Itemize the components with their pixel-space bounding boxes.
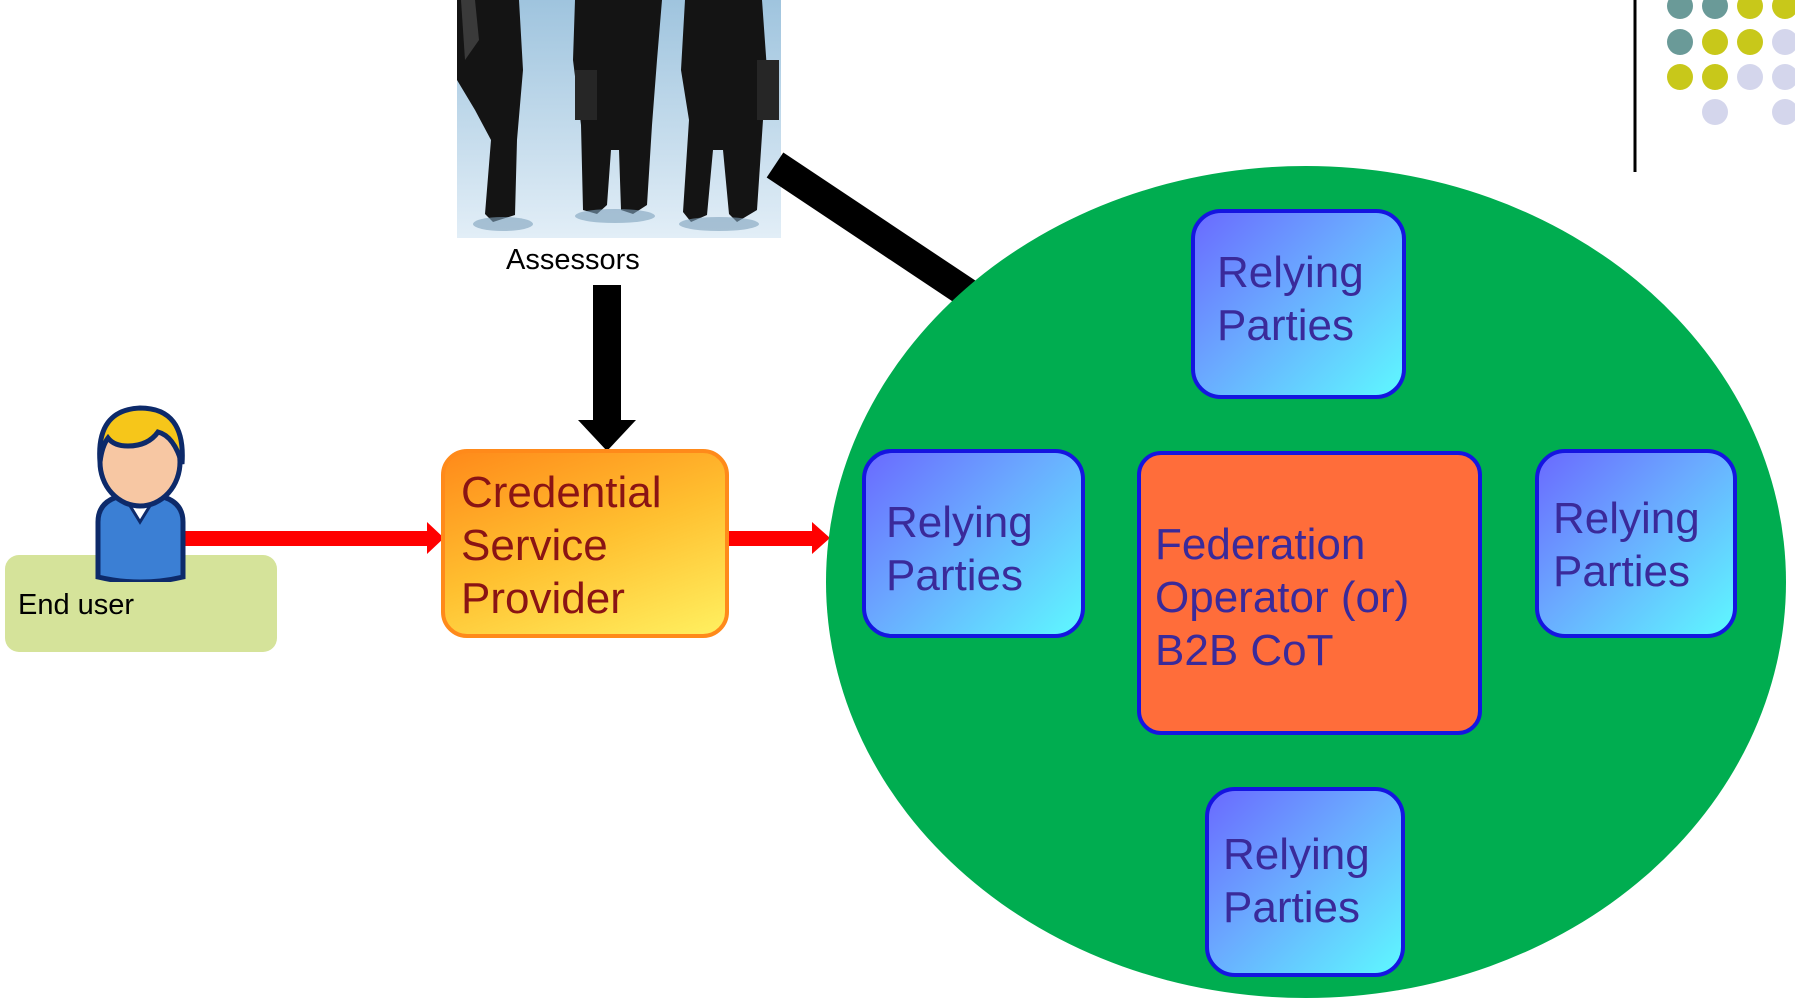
enduser-arrow-head (427, 522, 444, 554)
assessors-photo (457, 0, 781, 238)
assessors-arrow-head (578, 420, 636, 451)
relying-parties-box-bottom: Relying Parties (1205, 787, 1405, 977)
credential-service-provider-box: Credential Service Provider (441, 449, 729, 638)
relying-parties-label: Relying Parties (1553, 494, 1700, 596)
relying-parties-box-right: Relying Parties (1535, 449, 1737, 638)
relying-parties-box-top: Relying Parties (1191, 209, 1406, 399)
relying-parties-label: Relying Parties (1217, 248, 1364, 350)
assessors-arrow-shaft (593, 285, 621, 420)
enduser-arrow-shaft (175, 531, 429, 546)
assessors-to-federation-line (766, 152, 994, 318)
assessors-label: Assessors (506, 244, 640, 276)
end-user-icon (88, 402, 193, 585)
relying-parties-label: Relying Parties (1223, 830, 1370, 932)
federation-operator-label: Federation Operator (or) B2B CoT (1155, 520, 1410, 675)
federation-operator-box: Federation Operator (or) B2B CoT (1137, 451, 1482, 735)
end-user-label: End user (18, 589, 135, 621)
csp-label: Credential Service Provider (461, 468, 662, 623)
relying-parties-label: Relying Parties (886, 498, 1033, 600)
assessors-photo-graphic (457, 0, 781, 238)
csp-arrow-shaft (725, 531, 815, 546)
corner-dot-grid (1667, 0, 1795, 125)
csp-arrow-head (812, 522, 830, 554)
relying-parties-box-left: Relying Parties (862, 449, 1085, 638)
corner-dots-decoration (1630, 0, 1795, 180)
